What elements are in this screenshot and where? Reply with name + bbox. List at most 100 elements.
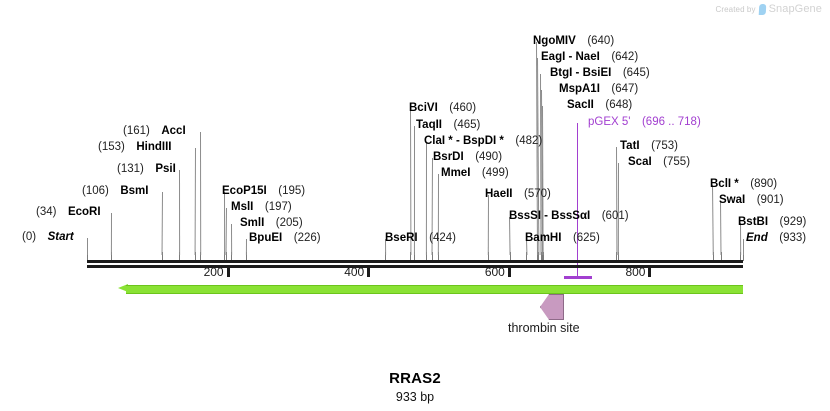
label-spacer	[442, 119, 454, 131]
cut-site-tick[interactable]	[110, 252, 112, 261]
restriction-site-label[interactable]: BtgI - BsiEI (645)	[550, 67, 650, 80]
site-name: BssSI - BssSαI	[509, 210, 591, 222]
site-name: BstBI	[738, 216, 769, 228]
feature-range: (696 .. 718)	[641, 116, 701, 128]
site-name: MspA1I	[559, 83, 600, 95]
cut-site-tick[interactable]	[179, 252, 181, 261]
cut-site-tick[interactable]	[542, 252, 544, 261]
site-name: NgoMIV	[533, 35, 576, 47]
cut-site-tick[interactable]	[437, 252, 439, 261]
cut-site-tick[interactable]	[200, 252, 202, 261]
restriction-site-label[interactable]: (131) PsiI	[117, 163, 176, 176]
cut-site-tick[interactable]	[540, 252, 542, 261]
cut-site-tick[interactable]	[487, 252, 489, 261]
restriction-site-label[interactable]: SacII (648)	[567, 99, 632, 112]
cut-site-tick[interactable]	[231, 252, 233, 261]
restriction-site-label[interactable]: BseRI (424)	[385, 232, 456, 245]
label-spacer	[267, 185, 279, 197]
restriction-site-label[interactable]: SmlI (205)	[240, 217, 303, 230]
pgex-feature-label[interactable]: pGEX 5' (696 .. 718)	[588, 116, 701, 129]
restriction-site-label[interactable]: BsrDI (490)	[433, 151, 502, 164]
label-spacer	[264, 217, 276, 229]
snapgene-watermark: Created by SnapGene	[715, 3, 822, 15]
cut-site-tick[interactable]	[743, 252, 744, 261]
restriction-site-label[interactable]: TatI (753)	[620, 140, 678, 153]
restriction-site-label[interactable]: BamHI (625)	[525, 232, 600, 245]
restriction-site-label[interactable]: (0) Start	[22, 231, 74, 244]
site-name: BsmI	[120, 185, 149, 197]
cut-site-tick[interactable]	[740, 252, 742, 261]
restriction-site-label[interactable]: End (933)	[746, 232, 806, 245]
cut-site-tick[interactable]	[87, 252, 88, 261]
label-spacer	[418, 232, 430, 244]
site-position: (482)	[515, 135, 543, 147]
cut-site-tick[interactable]	[425, 252, 427, 261]
feature-name: pGEX 5'	[588, 116, 631, 128]
site-leader-line	[161, 191, 163, 256]
cut-site-tick[interactable]	[712, 252, 714, 261]
restriction-site-label[interactable]: (106) BsmI	[82, 185, 148, 198]
cut-site-tick[interactable]	[225, 252, 227, 261]
label-spacer	[561, 232, 573, 244]
restriction-site-label[interactable]: (161) AccI	[123, 125, 186, 138]
restriction-site-label[interactable]: BpuEI (226)	[249, 232, 321, 245]
label-spacer	[600, 51, 612, 63]
cut-site-tick[interactable]	[245, 252, 247, 261]
cut-site-tick[interactable]	[536, 252, 538, 261]
site-position: (929)	[779, 216, 807, 228]
restriction-site-label[interactable]: (34) EcoRI	[36, 206, 101, 219]
label-spacer	[125, 141, 137, 153]
site-position: (131)	[117, 163, 144, 175]
site-leader-line	[225, 207, 227, 256]
cut-site-tick[interactable]	[617, 252, 619, 261]
site-name: BclI *	[710, 178, 739, 190]
site-position: (901)	[756, 194, 784, 206]
watermark-created-by-text: Created by	[715, 4, 756, 14]
restriction-site-label[interactable]: MmeI (499)	[441, 167, 509, 180]
cut-site-tick[interactable]	[161, 252, 163, 261]
restriction-site-label[interactable]: BstBI (929)	[738, 216, 806, 229]
sequence-backbone[interactable]	[87, 260, 743, 268]
site-position: (106)	[82, 185, 109, 197]
restriction-site-label[interactable]: ClaI * - BspDI * (482)	[424, 135, 542, 148]
cut-site-tick[interactable]	[509, 252, 511, 261]
cut-site-tick[interactable]	[526, 252, 528, 261]
restriction-site-label[interactable]: MspA1I (647)	[559, 83, 638, 96]
label-spacer	[768, 232, 780, 244]
restriction-site-label[interactable]: NgoMIV (640)	[533, 35, 614, 48]
cut-site-tick[interactable]	[194, 252, 196, 261]
restriction-site-label[interactable]: EcoP15I (195)	[222, 185, 305, 198]
ruler-label: 400	[344, 265, 365, 279]
orf-arrowhead-icon	[118, 284, 128, 292]
cut-site-tick[interactable]	[538, 252, 540, 261]
restriction-site-label[interactable]: HaeII (570)	[485, 188, 551, 201]
restriction-site-label[interactable]: EagI - NaeI (642)	[541, 51, 638, 64]
pgex-5-prime-feature-bar[interactable]	[564, 276, 592, 279]
restriction-site-label[interactable]: BssSI - BssSαI (601)	[509, 210, 629, 223]
orf-arrow[interactable]	[118, 284, 743, 294]
label-spacer	[513, 188, 525, 200]
ruler-label: 200	[203, 265, 224, 279]
cut-site-tick[interactable]	[541, 252, 543, 261]
cut-site-tick[interactable]	[431, 252, 433, 261]
restriction-site-label[interactable]: TaqII (465)	[416, 119, 480, 132]
cut-site-tick[interactable]	[616, 252, 618, 261]
restriction-site-label[interactable]: MslI (197)	[231, 201, 292, 214]
cut-site-tick[interactable]	[385, 252, 387, 261]
label-spacer	[464, 151, 476, 163]
restriction-site-label[interactable]: BclI * (890)	[710, 178, 777, 191]
restriction-site-label[interactable]: ScaI (755)	[628, 156, 690, 169]
cut-site-tick[interactable]	[410, 252, 412, 261]
label-spacer	[109, 185, 121, 197]
orf-shaft	[126, 285, 743, 294]
site-name: AccI	[161, 125, 186, 137]
restriction-site-label[interactable]: BciVI (460)	[409, 102, 476, 115]
thrombin-site-marker[interactable]	[540, 294, 564, 320]
restriction-site-label[interactable]: SwaI (901)	[719, 194, 784, 207]
cut-site-tick[interactable]	[224, 252, 226, 261]
cut-site-tick[interactable]	[720, 252, 722, 261]
cut-site-tick[interactable]	[413, 252, 415, 261]
site-leader-line	[712, 184, 714, 256]
ruler-tick	[367, 268, 371, 277]
restriction-site-label[interactable]: (153) HindIII	[98, 141, 172, 154]
